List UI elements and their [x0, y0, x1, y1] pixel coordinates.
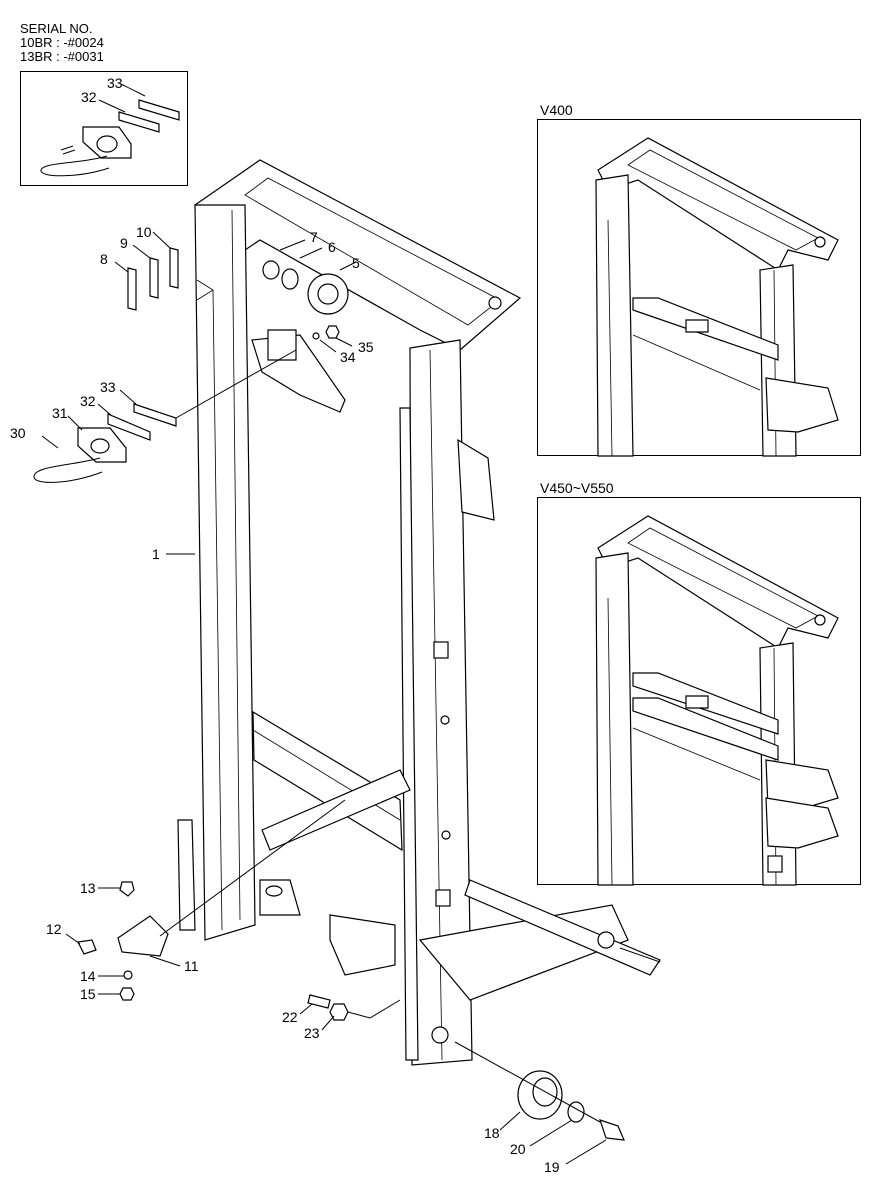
v450-drawing [595, 515, 839, 886]
tilt-bracket [329, 914, 396, 976]
plate-33 [138, 99, 180, 121]
v450-upper-rail-2 [632, 697, 779, 761]
v400-title: V400 [540, 102, 573, 118]
bottom-block [259, 879, 301, 916]
seal-7 [262, 260, 280, 280]
v450-pad [767, 855, 783, 873]
middle-cross-member [252, 710, 403, 852]
shim-10 [169, 247, 179, 289]
inset-drawing: 33 32 [40, 75, 180, 177]
bottom-side-rail [464, 879, 661, 976]
callout-6: 6 [328, 239, 336, 255]
v400-panel [537, 119, 861, 457]
serial-inset-box: 33 32 [20, 71, 188, 186]
callout-30: 30 [10, 425, 26, 441]
callout-23: 23 [304, 1025, 320, 1041]
callout-35: 35 [358, 339, 374, 355]
nut-15 [119, 987, 135, 1001]
serial-title: SERIAL NO. [20, 21, 93, 36]
clamp-hole [96, 135, 118, 153]
callout-18: 18 [484, 1125, 500, 1141]
bolt-22 [307, 994, 331, 1009]
callout-31: 31 [52, 405, 68, 421]
bottom-roller-left [431, 1026, 449, 1044]
v400-left-upright [595, 174, 634, 457]
pin-19 [599, 1119, 625, 1141]
bracket-11 [117, 915, 169, 957]
washer-34 [312, 332, 320, 340]
bottom-roller-right [597, 931, 615, 949]
serial-line-10br: 10BR : -#0024 [20, 35, 104, 50]
callout-1: 1 [152, 546, 160, 562]
callout-8: 8 [100, 251, 108, 267]
callout-32: 32 [80, 393, 96, 409]
right-bracket [457, 438, 495, 521]
inset-callout-33: 33 [107, 75, 123, 91]
mast-top-crossbar [194, 159, 522, 351]
callout-10: 10 [136, 224, 152, 240]
v400-drawing [595, 137, 839, 457]
v450-bracket-2 [765, 797, 839, 849]
serial-line-13br: 13BR : -#0031 [20, 49, 104, 64]
pad-upper [433, 641, 449, 659]
callout-7: 7 [310, 229, 318, 245]
v400-lower-bracket [765, 377, 839, 433]
washer-14 [123, 970, 133, 980]
callout-34: 34 [340, 349, 356, 365]
upper-cross-member [251, 334, 346, 413]
callout-12: 12 [46, 921, 62, 937]
plate-33-main [133, 403, 177, 427]
nut-23 [329, 1003, 349, 1021]
callout-15: 15 [80, 986, 96, 1002]
v450-top-crossbar [597, 515, 839, 649]
u-bolt-30 [33, 457, 103, 483]
callout-22: 22 [282, 1009, 298, 1025]
left-upright [194, 204, 256, 941]
v450-left-upright [595, 552, 634, 886]
plate-32 [118, 111, 160, 133]
v450-panel [537, 497, 861, 886]
callout-14: 14 [80, 968, 96, 984]
shim-8 [127, 267, 137, 311]
seal-6 [281, 268, 299, 290]
callout-9: 9 [120, 235, 128, 251]
nut-35 [325, 325, 340, 339]
lower-cross-member [261, 769, 411, 851]
v400-top-crossbar [597, 137, 839, 271]
callout-19: 19 [544, 1159, 560, 1175]
callout-11: 11 [184, 958, 199, 974]
v450-title: V450~V550 [540, 480, 614, 496]
callout-13: 13 [80, 880, 96, 896]
bolt-13 [119, 881, 135, 897]
callout-5: 5 [352, 255, 360, 271]
bolt-12 [77, 939, 97, 955]
callout-20: 20 [510, 1141, 526, 1157]
pad-lower [435, 889, 451, 907]
plate-32-main [107, 413, 151, 441]
u-bolt [40, 155, 110, 177]
callout-33: 33 [100, 379, 116, 395]
shim-9 [149, 257, 159, 299]
u-bolt-threads [60, 145, 76, 155]
inset-callout-32: 32 [81, 89, 97, 105]
